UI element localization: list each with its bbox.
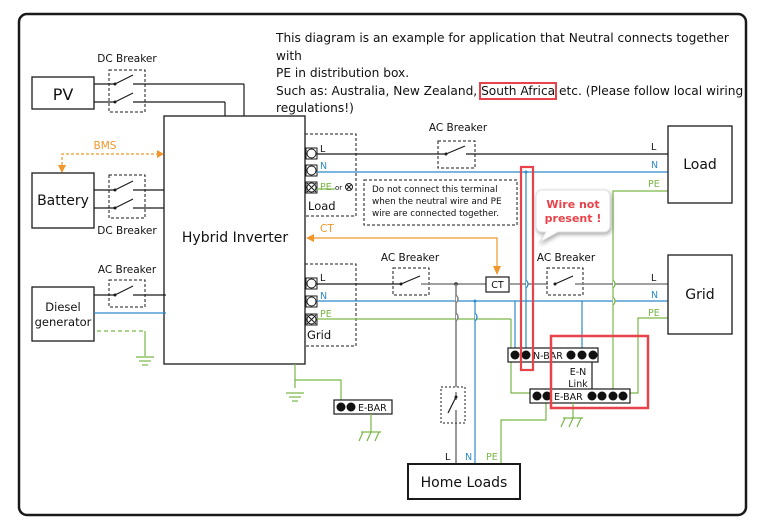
- grid-terminal-block: L N PE Grid: [304, 263, 357, 347]
- ct-arrow-down-icon: [493, 266, 501, 275]
- ac-breaker-diesel-label: AC Breaker: [98, 264, 157, 276]
- ct-arrow-left-icon: [306, 234, 314, 242]
- terminal-x-icon: [306, 314, 317, 325]
- load-box: [667, 125, 733, 204]
- ac-breaker-grid-inv: [392, 267, 430, 296]
- note-line-2: PE in distribution box.: [276, 66, 410, 80]
- load-terminal-or: or: [335, 184, 342, 192]
- ct-signal-label: CT: [320, 223, 334, 235]
- e-bar-main: E-BAR: [529, 388, 631, 428]
- pv-group: PV DC Breaker: [31, 53, 245, 116]
- highlight-missing-wire: [519, 165, 535, 372]
- callout-line-2: present !: [545, 212, 602, 225]
- warning-line-3: wire are connected together.: [372, 209, 499, 219]
- ac-breaker-grid-inv-label: AC Breaker: [381, 252, 440, 264]
- grid-wire-l-label: L: [651, 273, 657, 284]
- ground-icon-diesel: [136, 356, 154, 366]
- warning-line-1: Do not connect this terminal: [372, 185, 498, 195]
- wire-not-present-callout: Wire not present !: [535, 189, 611, 244]
- grid-terminal-name: Grid: [307, 328, 331, 342]
- bms-arrow-right-icon: [157, 150, 164, 158]
- pv-label: PV: [53, 85, 74, 104]
- hybrid-inverter-label: Hybrid Inverter: [182, 230, 288, 246]
- grid-terminal-l: L: [320, 273, 326, 284]
- hybrid-inverter-box: [163, 115, 306, 365]
- pv-box: [31, 76, 95, 110]
- en-link-label-1: E-N: [570, 367, 587, 378]
- dc-breaker-pv-label: DC Breaker: [97, 53, 157, 65]
- grid-label: Grid: [685, 287, 714, 303]
- warning-line-2: when the neutral wire and PE: [372, 197, 502, 207]
- diagram-border: [17, 12, 748, 517]
- n-bar: N-BAR: [507, 347, 599, 363]
- home-loads-breaker: [440, 386, 466, 424]
- load-wire-pe-label: PE: [648, 179, 660, 190]
- home-loads-label: Home Loads: [421, 475, 508, 491]
- e-bar-inverter: E-BAR: [333, 399, 393, 442]
- home-wire-n-label: N: [465, 452, 472, 463]
- highlight-en-link: [549, 334, 650, 410]
- ac-breaker-grid: [546, 267, 584, 296]
- grid-box: [667, 254, 733, 335]
- load-terminal-pe: PE: [320, 182, 332, 193]
- callout-line-1: Wire not: [546, 198, 599, 211]
- terminal-x-icon: [306, 182, 317, 193]
- load-terminal-block: L N PE or Load: [304, 133, 357, 217]
- note-line-3-prefix: Such as: Australia, New Zealand,: [276, 83, 482, 98]
- note-line-4: regulations!): [276, 101, 354, 115]
- ac-breaker-diesel: [108, 279, 146, 308]
- load-terminal-n: N: [320, 161, 327, 172]
- battery-group: Battery DC Breaker: [31, 172, 164, 237]
- note-line-1: This diagram is an example for applicati…: [276, 31, 729, 63]
- load-wire-l-label: L: [651, 142, 657, 153]
- grid-terminal-n: N: [320, 291, 327, 302]
- battery-label: Battery: [37, 193, 89, 209]
- e-bar-main-label: E-BAR: [554, 392, 583, 403]
- diesel-group: Diesel generator AC Breaker: [31, 264, 166, 366]
- diesel-label-2: generator: [35, 315, 92, 329]
- e-bar-inverter-label: E-BAR: [358, 403, 387, 414]
- earth-icon-inverter: [358, 431, 381, 442]
- load-terminal-l: L: [320, 144, 326, 155]
- load-terminal-name: Load: [308, 199, 336, 213]
- bms-label: BMS: [94, 140, 117, 152]
- ac-breaker-load-label: AC Breaker: [429, 122, 488, 134]
- diesel-generator-box: [31, 286, 95, 342]
- n-bar-label: N-BAR: [533, 351, 563, 362]
- south-africa-highlight: South Africa: [479, 81, 558, 100]
- ground-icon-inverter: [286, 392, 304, 402]
- bms-link: BMS: [58, 140, 164, 173]
- note-line-3-suffix: etc. (Please follow local wiring: [555, 83, 744, 98]
- en-link-label-2: Link: [568, 379, 588, 390]
- terminal-x-circle-icon: [345, 183, 353, 191]
- ac-breaker-grid-label: AC Breaker: [537, 252, 596, 264]
- dc-breaker-pv: [108, 69, 146, 113]
- home-wire-pe-label: PE: [486, 452, 498, 463]
- explanation-note: This diagram is an example for applicati…: [276, 30, 746, 118]
- earth-icon-main: [560, 417, 583, 428]
- diesel-label-1: Diesel: [45, 300, 80, 314]
- note-line-3: Such as: Australia, New Zealand, South A…: [276, 81, 746, 101]
- bms-arrow-down-icon: [58, 165, 66, 173]
- grid-wire-n-label: N: [651, 290, 658, 301]
- load-wire-n-label: N: [651, 160, 658, 171]
- dc-breaker-battery: [108, 174, 146, 219]
- battery-box: [31, 172, 95, 229]
- dc-breaker-battery-label: DC Breaker: [97, 225, 157, 237]
- grid-terminal-pe: PE: [320, 309, 332, 320]
- warning-note: Do not connect this terminal when the ne…: [363, 179, 518, 226]
- ct-box-label: CT: [491, 280, 504, 291]
- home-loads-box: [407, 463, 521, 500]
- home-wire-l-label: L: [445, 452, 451, 463]
- load-label: Load: [683, 157, 717, 173]
- grid-wire-pe-label: PE: [648, 308, 660, 319]
